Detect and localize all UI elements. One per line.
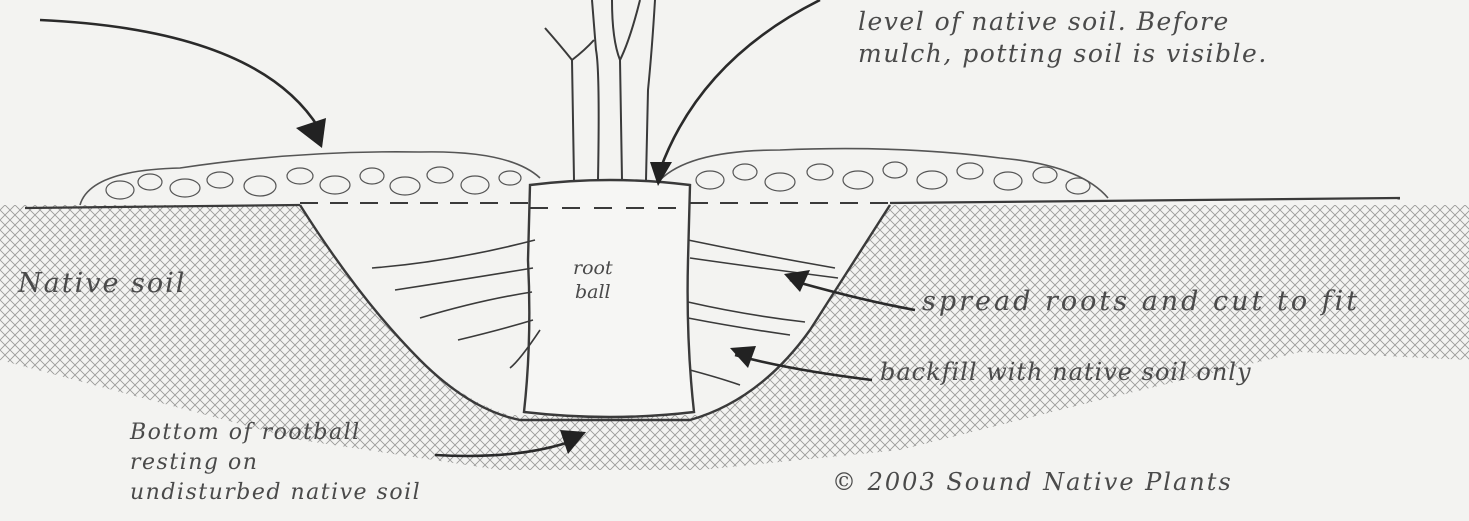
native-soil-label: Native soil — [18, 270, 186, 298]
backfill-label: backfill with native soil only — [880, 360, 1252, 385]
mulch-note-line-1: level of native soil. Before — [858, 6, 1268, 38]
arrow-to-mulch — [40, 20, 320, 130]
tree-trunk — [545, 0, 655, 180]
bottom-note-line-3: undisturbed native soil — [130, 478, 421, 508]
root-ball-label-line-2: ball — [573, 280, 613, 304]
copyright-notice: © 2003 Sound Native Plants — [832, 470, 1233, 495]
root-ball-label: root ball — [573, 256, 613, 304]
bottom-note-line-2: resting on — [130, 448, 421, 478]
mulch-note-line-2: mulch, potting soil is visible. — [858, 38, 1268, 70]
bottom-of-rootball-note: Bottom of rootball resting on undisturbe… — [130, 418, 421, 508]
root-ball-label-line-1: root — [573, 256, 613, 280]
spread-roots-label: spread roots and cut to fit — [922, 288, 1360, 316]
bottom-note-line-1: Bottom of rootball — [130, 418, 421, 448]
mulch-note: level of native soil. Before mulch, pott… — [858, 6, 1268, 70]
arrow-to-root-ball-top — [660, 0, 820, 170]
